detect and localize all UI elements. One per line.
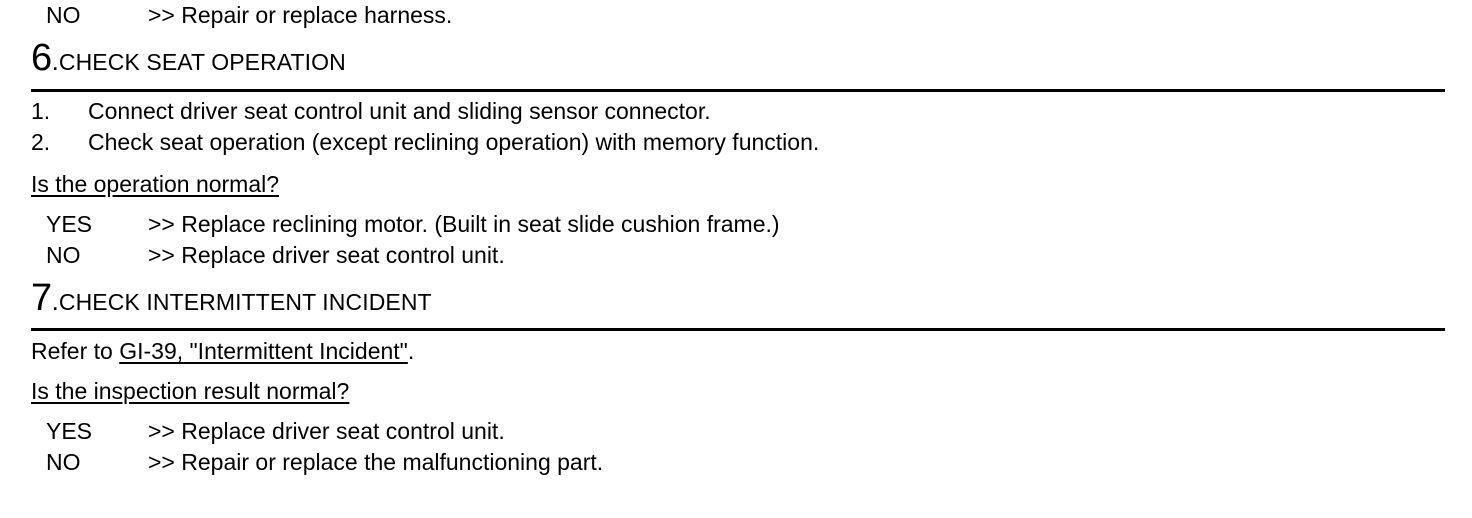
answer-arrow: >> <box>148 211 175 237</box>
list-marker: 1. <box>31 98 51 124</box>
answer-arrow: >> <box>148 418 175 444</box>
answer-action: Repair or replace the malfunctioning par… <box>181 449 604 475</box>
list-item: Connect driver seat control unit and sli… <box>88 98 711 124</box>
refer-to-line: Refer to GI-39, "Intermittent Incident". <box>31 336 414 366</box>
answer-label-no: NO <box>46 242 81 268</box>
answer-text-no: >> Replace driver seat control unit. <box>148 240 505 270</box>
step-number-dot-6: . <box>51 46 59 76</box>
cross-reference-link[interactable]: GI-39, "Intermittent Incident" <box>119 338 408 364</box>
step-heading-7: 7.CHECK INTERMITTENT INCIDENT <box>31 279 432 317</box>
list-marker: 2. <box>31 129 51 155</box>
answer-action: Repair or replace harness. <box>181 2 453 28</box>
answer-text-no: >> Repair or replace harness. <box>148 0 452 30</box>
answer-text-no: >> Repair or replace the malfunctioning … <box>148 447 603 477</box>
refer-to-prefix: Refer to <box>31 338 120 364</box>
answer-label-yes: YES <box>46 211 93 237</box>
step-number-7: 7 <box>31 277 52 319</box>
step-heading-6: 6.CHECK SEAT OPERATION <box>31 39 346 77</box>
refer-to-suffix: . <box>407 338 415 364</box>
step-number-dot-7: . <box>51 286 59 316</box>
answer-action: Replace driver seat control unit. <box>181 242 505 268</box>
step-title-7: CHECK INTERMITTENT INCIDENT <box>58 289 432 315</box>
list-item: Check seat operation (except reclining o… <box>88 129 820 155</box>
answer-arrow: >> <box>148 449 175 475</box>
answer-action: Replace reclining motor. (Built in seat … <box>181 211 780 237</box>
step-title-6: CHECK SEAT OPERATION <box>58 49 346 75</box>
step-divider-7 <box>31 328 1445 331</box>
answer-text-yes: >> Replace reclining motor. (Built in se… <box>148 209 780 239</box>
step-divider-6 <box>31 89 1445 92</box>
answer-label-no: NO <box>46 449 81 475</box>
answer-label-yes: YES <box>46 418 93 444</box>
answer-label-no: NO <box>46 2 81 28</box>
question-prompt-6: Is the operation normal? <box>31 171 280 197</box>
step-number-6: 6 <box>31 37 52 79</box>
answer-action: Replace driver seat control unit. <box>181 418 505 444</box>
question-prompt-7: Is the inspection result normal? <box>31 378 350 404</box>
answer-arrow: >> <box>148 2 175 28</box>
answer-text-yes: >> Replace driver seat control unit. <box>148 416 505 446</box>
answer-arrow: >> <box>148 242 175 268</box>
